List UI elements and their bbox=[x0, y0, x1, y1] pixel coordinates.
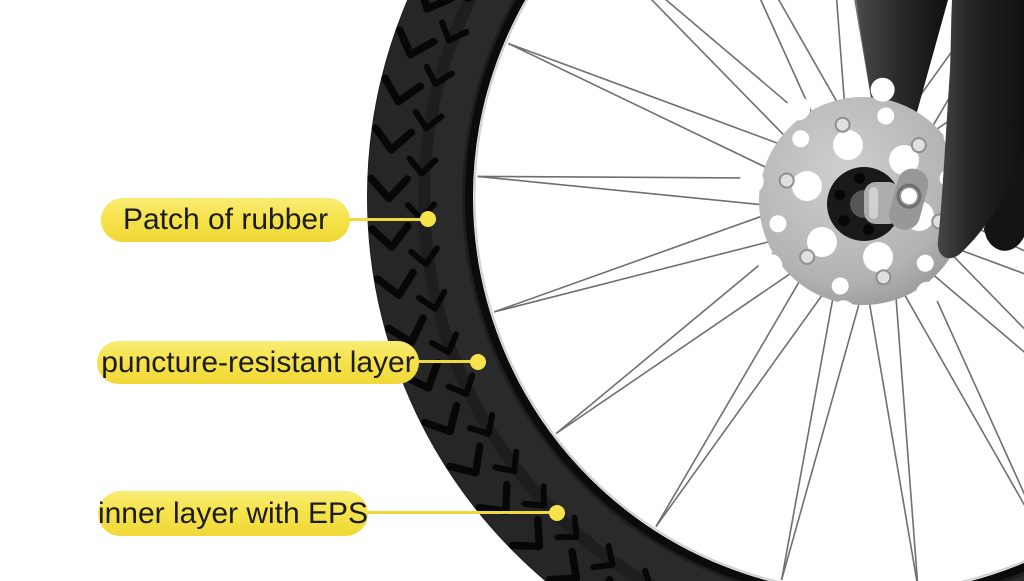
callout-connector-line bbox=[358, 511, 559, 514]
fork-dropout bbox=[889, 168, 929, 230]
fork-right-blade bbox=[937, 0, 1024, 259]
callout-pill: inner layer with EPS bbox=[98, 491, 368, 536]
callout-dot bbox=[549, 505, 565, 521]
callout-dot bbox=[470, 354, 486, 370]
callout-connector-line bbox=[338, 218, 430, 221]
callout-pill: puncture-resistant layer bbox=[97, 341, 419, 384]
callout-label: inner layer with EPS bbox=[97, 496, 369, 530]
callout-pill: Patch of rubber bbox=[101, 198, 350, 242]
callout-dot bbox=[420, 211, 436, 227]
callout-label: puncture-resistant layer bbox=[101, 345, 415, 379]
tire-tread-pattern bbox=[367, 0, 655, 581]
callout-label: Patch of rubber bbox=[122, 203, 329, 236]
callout-connector-line bbox=[406, 360, 480, 363]
